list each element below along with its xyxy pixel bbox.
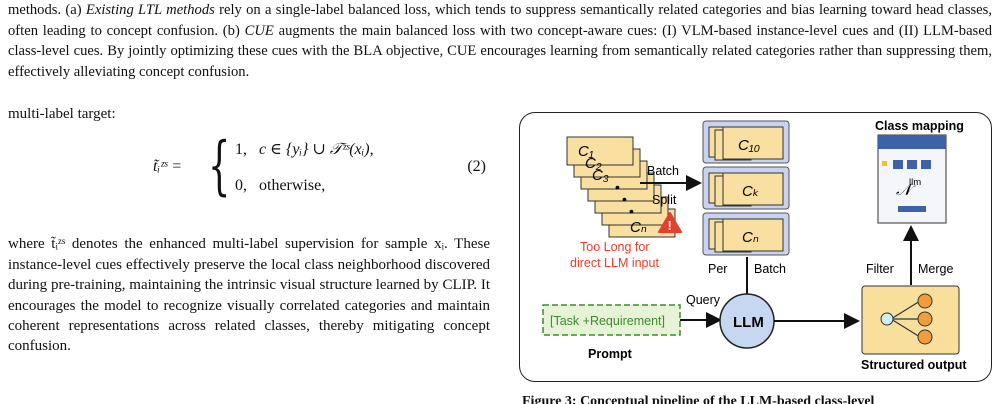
body-paragraph: where t̃ᵢᶻˢ denotes the enhanced multi-l… <box>8 236 490 355</box>
svg-text:!: ! <box>668 218 672 233</box>
mapping-symbol: 𝒩 <box>896 182 916 199</box>
filter-label: Filter <box>866 262 894 276</box>
equation-case-1: 1, c ∈ {yᵢ} ∪ 𝒯ᶻˢ(xᵢ), <box>235 140 374 160</box>
case-1-value: 1, <box>235 141 247 159</box>
class-mapping-window <box>877 134 947 224</box>
figure-caption-continued: methods. (a) Existing LTL methods rely o… <box>8 0 992 82</box>
stack-label-1: C₂ <box>585 155 602 172</box>
prompt-label: Prompt <box>588 347 633 361</box>
class-card-stack: C₁ C₂ C₃ • • • Cₙ <box>566 136 676 238</box>
structured-output-label: Structured output <box>861 358 967 372</box>
batch-group-label-2: Cₖ <box>742 183 759 200</box>
root-node <box>880 312 894 326</box>
stack-label-3: • <box>615 179 620 195</box>
batch-group-1: C₁₀ <box>702 120 790 164</box>
class-card <box>566 136 634 166</box>
caption-text-c: augments the main balanced loss with two… <box>8 22 993 80</box>
class-mapping-title: Class mapping <box>875 119 964 133</box>
stack-label-6: Cₙ <box>630 219 647 236</box>
llm-label: LLM <box>733 314 764 331</box>
caption-text-a: methods. (a) <box>8 2 86 18</box>
stack-label-5: • <box>629 203 634 219</box>
caption-emphasis-existing: Existing LTL methods <box>85 2 215 18</box>
query-label: Query <box>686 293 721 307</box>
child-node <box>917 311 933 327</box>
batch-group-3: Cₙ <box>702 212 790 256</box>
per-label: Per <box>708 262 727 276</box>
batch-group-label-1: C₁₀ <box>738 137 760 154</box>
equation-brace: { <box>208 129 231 204</box>
equation-2: t̃ᵢᶻˢ = { 1, c ∈ {yᵢ} ∪ 𝒯ᶻˢ(xᵢ), 0, othe… <box>8 124 490 234</box>
batch-group-2: Cₖ <box>702 166 790 210</box>
equation-case-2: 0, otherwise, <box>235 176 325 196</box>
per-batch-label: Batch <box>754 262 786 276</box>
warning-icon: ! <box>658 212 682 233</box>
caption-text-b: rely on a single-label balanced loss, wh… <box>8 2 992 39</box>
pipeline-figure: C₁ C₂ C₃ • • • Cₙ ! Too Long for direct … <box>519 112 992 382</box>
stack-label-4: • <box>622 191 627 207</box>
child-node <box>917 293 933 309</box>
equation-number: (2) <box>467 158 486 176</box>
stack-label-0: C₁ <box>578 143 594 160</box>
prompt-box <box>542 304 681 336</box>
warning-text-1: Too Long for <box>580 240 650 254</box>
case-2-condition: otherwise, <box>259 177 326 195</box>
prompt-text: [Task +Requirement] <box>550 314 665 328</box>
figure-caption-partial: Figure 3: Conceptual pipeline of the LLM… <box>522 394 875 404</box>
intro-text: multi-label target: <box>8 106 116 122</box>
pipeline-diagram: C₁ C₂ C₃ • • • Cₙ ! Too Long for direct … <box>542 119 967 372</box>
case-2-value: 0, <box>235 177 247 195</box>
warning-text-2: direct LLM input <box>570 256 659 270</box>
caption-emphasis-cue: CUE <box>244 22 274 39</box>
child-node <box>917 329 933 345</box>
mapping-superscript: llm <box>909 177 921 188</box>
equation-lhs: t̃ᵢᶻˢ = <box>153 158 183 176</box>
split-label: Split <box>652 193 677 207</box>
case-1-condition: c ∈ {yᵢ} ∪ 𝒯ᶻˢ(xᵢ), <box>259 141 374 159</box>
merge-label: Merge <box>918 262 953 276</box>
stack-label-2: C₃ <box>592 167 609 184</box>
caption-paragraph: methods. (a) Existing LTL methods rely o… <box>8 0 992 82</box>
left-column: multi-label target: t̃ᵢᶻˢ = { 1, c ∈ {yᵢ… <box>8 104 490 357</box>
batch-label: Batch <box>647 164 679 178</box>
batch-group-label-3: Cₙ <box>742 229 759 246</box>
structured-output-box <box>861 285 960 355</box>
